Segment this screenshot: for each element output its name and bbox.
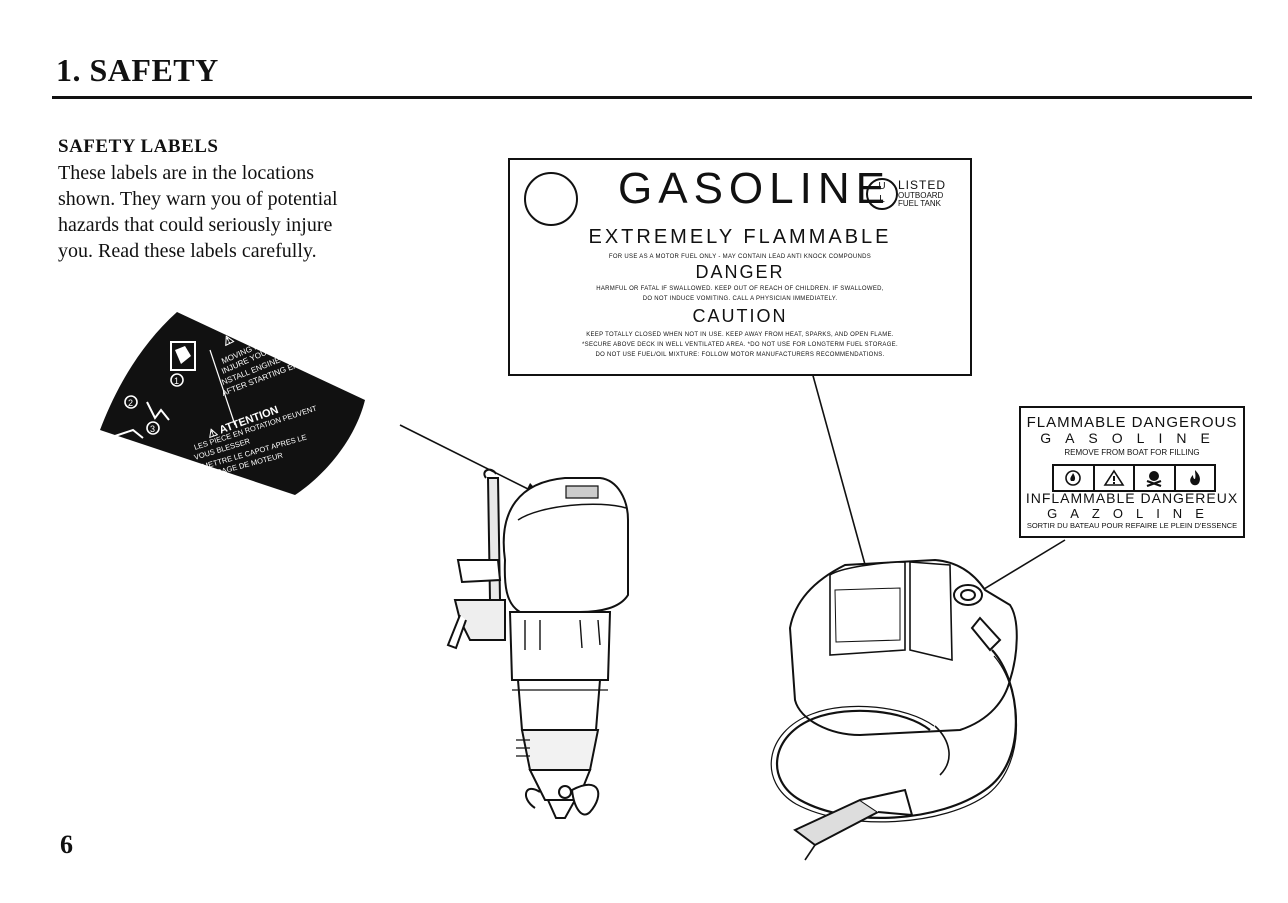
flammable-label: FLAMMABLE DANGEROUS GASOLINE REMOVE FROM…: [1019, 406, 1245, 538]
section-title: SAFETY LABELS: [58, 136, 219, 157]
page-title: 1. SAFETY: [56, 52, 219, 88]
gasoline-title: GASOLINE: [618, 164, 891, 213]
warning-triangle-icon: ⚠: [220, 330, 239, 349]
svg-text:2: 2: [128, 398, 133, 408]
intro-line: hazards that could seriously injure: [58, 214, 333, 236]
listed-text: LISTED: [898, 178, 947, 192]
intro-line: you. Read these labels carefully.: [58, 240, 317, 262]
danger-text: HARMFUL OR FATAL IF SWALLOWED. KEEP OUT …: [596, 286, 884, 292]
no-fire-icon: [1054, 466, 1095, 490]
extremely-flammable-text: EXTREMELY FLAMMABLE: [588, 226, 892, 248]
warning-triangle-icon: [1095, 466, 1135, 490]
fuel-tank-text: FUEL TANK: [898, 199, 941, 208]
outboard-motor-illustration: [446, 468, 629, 819]
flammable-line: FLAMMABLE DANGEROUS: [1026, 414, 1238, 431]
gasoline-label: GASOLINE U L LISTED OUTBOARD FUEL TANK E…: [508, 158, 972, 376]
attention-triangle-icon: ⚠: [206, 425, 222, 441]
warning-pictogram-icon: 1 2 3: [114, 341, 196, 439]
gazoline-word: GAZOLINE: [1047, 506, 1217, 521]
flame-icon: [1176, 466, 1215, 490]
caution-heading: CAUTION: [692, 306, 788, 326]
ul-mark-top: U: [878, 181, 886, 192]
gasoline-word: GASOLINE: [1040, 430, 1224, 446]
header-rule: [52, 96, 1252, 99]
remove-note: REMOVE FROM BOAT FOR FILLING: [1064, 448, 1200, 457]
leader-line-warning: [399, 424, 542, 496]
danger-heading: DANGER: [695, 262, 785, 282]
danger-text: DO NOT INDUCE VOMITING. CALL A PHYSICIAN…: [642, 296, 838, 302]
caution-text: *SECURE ABOVE DECK IN WELL VENTILATED AR…: [582, 342, 898, 348]
use-note-text: FOR USE AS A MOTOR FUEL ONLY - MAY CONTA…: [608, 254, 872, 260]
intro-line: shown. They warn you of potential: [58, 188, 338, 210]
caution-text: DO NOT USE FUEL/OIL MIXTURE: FOLLOW MOTO…: [595, 352, 885, 358]
label-divider: [209, 349, 236, 426]
intro-text: These labels are in the locations shown.…: [58, 160, 418, 264]
outboard-fuel-tank-text: OUTBOARD FUEL TANK: [898, 192, 958, 208]
intro-line: These labels are in the locations: [58, 162, 315, 184]
ul-mark-bottom: L: [879, 194, 885, 205]
skull-crossbones-icon: [1135, 466, 1176, 490]
caution-text: KEEP TOTALLY CLOSED WHEN NOT IN USE. KEE…: [586, 332, 894, 338]
warning-attention-label: 1 2 3 ⚠ WARNING MOVING PARTS CAN INJURE …: [100, 310, 365, 495]
leader-line-gasoline: [811, 371, 875, 592]
fuel-tank-illustration: [770, 558, 1018, 861]
svg-text:3: 3: [150, 424, 155, 434]
ul-mark-icon: U L: [866, 178, 898, 210]
inflammable-line: INFLAMMABLE DANGEREUX: [1025, 490, 1239, 506]
hazard-icon-row: [1052, 464, 1216, 492]
svg-text:1: 1: [174, 376, 179, 386]
sortir-note: SORTIR DU BATEAU POUR REFAIRE LE PLEIN D…: [1026, 521, 1238, 530]
fill-circle-icon: [524, 172, 578, 226]
page-number: 6: [60, 830, 73, 859]
outboard-text: OUTBOARD: [898, 191, 944, 200]
